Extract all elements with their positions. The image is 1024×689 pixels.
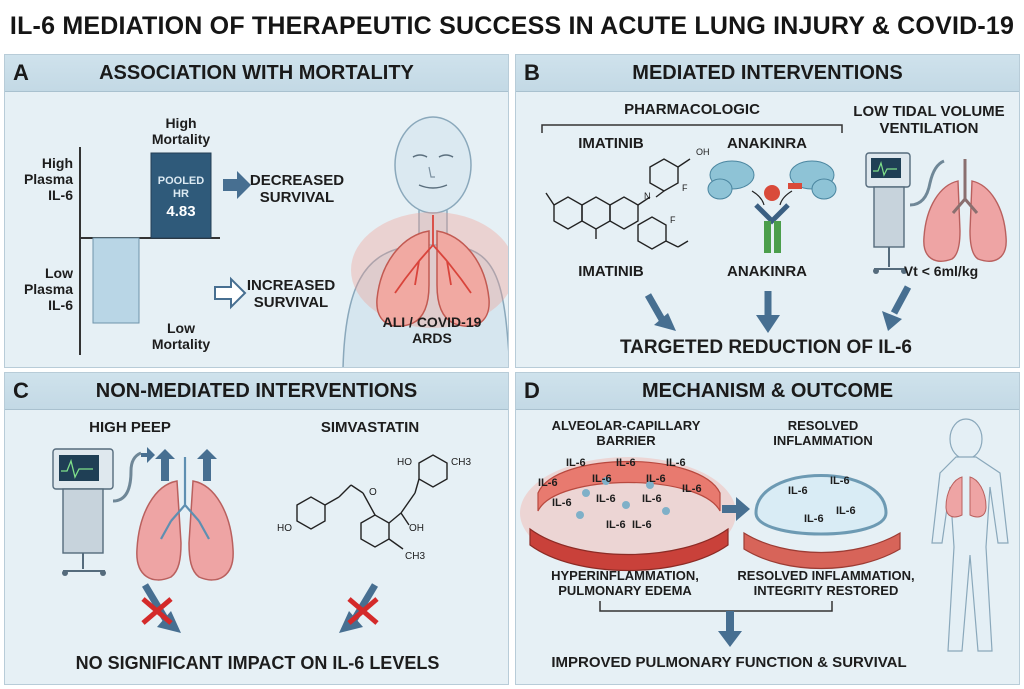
chem-label: CH3 [405, 551, 426, 562]
chem-label: HO [277, 523, 292, 534]
panel-header: D MECHANISM & OUTCOME [516, 373, 1019, 410]
resolved-alveolus-icon [743, 474, 901, 570]
chem-label: CH3 [451, 457, 472, 468]
panel-title: ASSOCIATION WITH MORTALITY [99, 62, 414, 84]
arrow-down-icon [890, 285, 912, 315]
inflamed-lungs-icon [351, 212, 508, 328]
panel-mediated-interventions: B MEDIATED INTERVENTIONS [515, 54, 1020, 368]
arrow-up-icon [155, 449, 175, 481]
resolved-integrity-label: RESOLVED INFLAMMATION,INTEGRITY RESTORED [737, 568, 915, 598]
page-title: IL-6 MEDIATION OF THERAPEUTIC SUCCESS IN… [9, 11, 1015, 40]
cross-icon [141, 597, 173, 625]
il6-marker: IL-6 [616, 457, 636, 469]
non-mediated-diagram [52, 447, 448, 633]
panel-letter: C [13, 378, 29, 403]
chem-label: F [670, 215, 676, 225]
panel-non-mediated-interventions: C NON-MEDIATED INTERVENTIONS [4, 372, 509, 685]
il6-marker: IL-6 [646, 473, 666, 485]
arrow-up-icon [197, 449, 217, 481]
outcome-bracket [599, 601, 833, 612]
targeted-reduction-outcome: TARGETED REDUCTION OF IL-6 [619, 337, 913, 358]
cross-icon [347, 597, 379, 625]
arrow-right-icon [223, 171, 251, 199]
pharmacologic-label: PHARMACOLOGIC [624, 101, 760, 118]
lungs-icon [136, 449, 234, 581]
improved-function-outcome: IMPROVED PULMONARY FUNCTION & SURVIVAL [551, 654, 907, 671]
il6-marker: IL-6 [642, 493, 662, 505]
mediated-interventions-diagram [541, 124, 1007, 333]
anakinra-label: ANAKINRA [727, 135, 807, 152]
il6-marker: IL-6 [566, 457, 586, 469]
high-mortality-bar [150, 152, 212, 239]
mortality-diagram [79, 116, 508, 367]
inflamed-alveolus-icon [520, 457, 736, 571]
anakinra-bottom-label: ANAKINRA [727, 263, 807, 280]
chem-label: OH [409, 523, 424, 534]
panel-letter: A [13, 60, 29, 85]
pharmacologic-bracket [541, 124, 843, 133]
il6-marker: IL-6 [830, 475, 850, 487]
ventilator-icon [52, 447, 155, 576]
chem-label: N [644, 191, 651, 201]
simvastatin-label: SIMVASTATIN [320, 419, 420, 436]
panel-header: B MEDIATED INTERVENTIONS [516, 55, 1019, 92]
imatinib-label: IMATINIB [578, 135, 644, 152]
anakinra-receptor-icon [707, 160, 837, 253]
panel-header: A ASSOCIATION WITH MORTALITY [5, 55, 508, 92]
panel-mechanism-and-outcome: D MECHANISM & OUTCOME AL [515, 372, 1020, 685]
mechanism-diagram [520, 418, 1009, 652]
low-mortality-bar [92, 237, 140, 324]
il6-marker: IL-6 [804, 513, 824, 525]
il6-marker: IL-6 [682, 483, 702, 495]
panel-title: MECHANISM & OUTCOME [641, 380, 894, 402]
panel-letter: B [524, 60, 540, 85]
hyperinflammation-label: HYPERINFLAMMATION,PULMONARY EDEMA [551, 568, 699, 598]
il6-marker: IL-6 [596, 493, 616, 505]
panel-title: NON-MEDIATED INTERVENTIONS [95, 380, 418, 402]
chem-label: HO [397, 457, 412, 468]
arrow-down-icon [718, 611, 742, 647]
high-peep-label: HIGH PEEP [89, 419, 171, 436]
tidal-volume-value: Vt < 6ml/kg [903, 263, 979, 279]
il6-marker: IL-6 [666, 457, 686, 469]
arrow-right-outline-icon [214, 276, 247, 310]
panel-association-with-mortality: A ASSOCIATION WITH MORTALITY [4, 54, 509, 368]
il6-marker: IL-6 [788, 485, 808, 497]
il6-marker: IL-6 [592, 473, 612, 485]
imatinib-bottom-label: IMATINIB [578, 263, 644, 280]
il6-marker: IL-6 [836, 505, 856, 517]
arrow-down-icon [644, 293, 668, 325]
arrow-right-icon [722, 497, 750, 521]
hazard-ratio-value: 4.83 [166, 203, 196, 220]
il6-marker: IL-6 [632, 519, 652, 531]
panel-letter: D [524, 378, 540, 403]
il6-marker: IL-6 [552, 497, 572, 509]
human-body-icon [931, 418, 1009, 652]
imatinib-structure-icon [545, 158, 691, 250]
chem-label: F [682, 183, 688, 193]
panel-header: C NON-MEDIATED INTERVENTIONS [5, 373, 508, 410]
lungs-icon [923, 159, 1007, 262]
chem-label: O [369, 487, 377, 498]
panel-title: MEDIATED INTERVENTIONS [632, 62, 903, 84]
il6-marker: IL-6 [538, 477, 558, 489]
ventilator-icon [865, 152, 945, 274]
chem-label: OH [696, 147, 710, 157]
simvastatin-structure-icon [296, 454, 448, 550]
no-impact-outcome: NO SIGNIFICANT IMPACT ON IL-6 LEVELS [75, 653, 440, 673]
il6-marker: IL-6 [606, 519, 626, 531]
